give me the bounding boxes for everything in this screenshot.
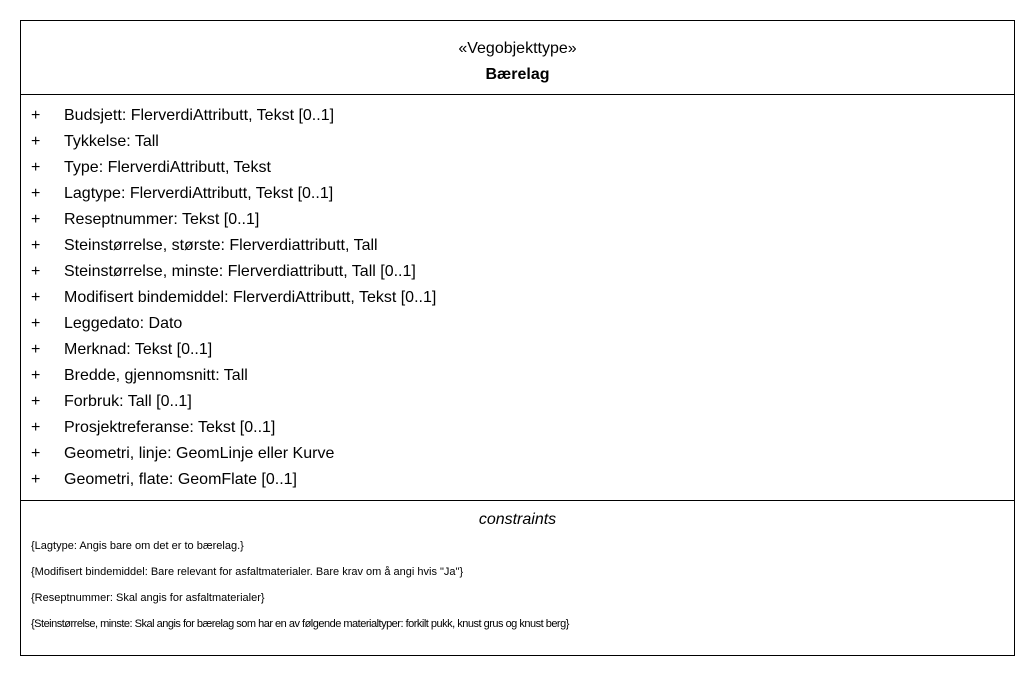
attribute-text: Leggedato: Dato bbox=[64, 315, 183, 332]
attribute-visibility: + bbox=[31, 107, 41, 124]
class-stereotype: «Vegobjekttype» bbox=[458, 40, 577, 57]
attribute-row: + Geometri, linje: GeomLinje eller Kurve bbox=[21, 441, 1014, 467]
attribute-text: Tykkelse: Tall bbox=[64, 133, 159, 150]
attribute-text: Merknad: Tekst [0..1] bbox=[64, 341, 213, 358]
attribute-row: + Steinstørrelse, minste: Flerverdiattri… bbox=[21, 259, 1014, 285]
attribute-visibility: + bbox=[31, 237, 41, 254]
class-name: Bærelag bbox=[485, 66, 550, 83]
attribute-visibility: + bbox=[31, 445, 41, 462]
attribute-row: + Bredde, gjennomsnitt: Tall bbox=[21, 363, 1014, 389]
attribute-row: + Steinstørrelse, største: Flerverdiattr… bbox=[21, 233, 1014, 259]
class-header: «Vegobjekttype» Bærelag bbox=[21, 21, 1014, 95]
attribute-row: + Merknad: Tekst [0..1] bbox=[21, 337, 1014, 363]
attribute-visibility: + bbox=[31, 159, 41, 176]
attribute-visibility: + bbox=[31, 367, 41, 384]
constraint-item: {Lagtype: Angis bare om det er to bærela… bbox=[31, 540, 244, 552]
attribute-visibility: + bbox=[31, 419, 41, 436]
constraint-item: {Reseptnummer: Skal angis for asfaltmate… bbox=[31, 592, 265, 604]
attributes-compartment: + Budsjett: FlerverdiAttributt, Tekst [0… bbox=[21, 95, 1014, 501]
attribute-text: Modifisert bindemiddel: FlerverdiAttribu… bbox=[64, 289, 437, 306]
attribute-row: + Forbruk: Tall [0..1] bbox=[21, 389, 1014, 415]
attribute-text: Lagtype: FlerverdiAttributt, Tekst [0..1… bbox=[64, 185, 334, 202]
attribute-row: + Prosjektreferanse: Tekst [0..1] bbox=[21, 415, 1014, 441]
attribute-text: Budsjett: FlerverdiAttributt, Tekst [0..… bbox=[64, 107, 335, 124]
attribute-text: Prosjektreferanse: Tekst [0..1] bbox=[64, 419, 276, 436]
constraints-title: constraints bbox=[478, 511, 557, 528]
attribute-row: + Leggedato: Dato bbox=[21, 311, 1014, 337]
constraints-compartment: constraints {Lagtype: Angis bare om det … bbox=[21, 501, 1014, 637]
attribute-visibility: + bbox=[31, 211, 41, 228]
attribute-row: + Tykkelse: Tall bbox=[21, 129, 1014, 155]
attribute-row: + Lagtype: FlerverdiAttributt, Tekst [0.… bbox=[21, 181, 1014, 207]
attribute-visibility: + bbox=[31, 289, 41, 306]
constraint-item: {Modifisert bindemiddel: Bare relevant f… bbox=[31, 566, 464, 578]
attribute-visibility: + bbox=[31, 471, 41, 488]
attribute-visibility: + bbox=[31, 133, 41, 150]
attribute-visibility: + bbox=[31, 185, 41, 202]
attribute-text: Reseptnummer: Tekst [0..1] bbox=[64, 211, 260, 228]
attribute-text: Bredde, gjennomsnitt: Tall bbox=[64, 367, 248, 384]
attribute-visibility: + bbox=[31, 315, 41, 332]
attribute-row: + Budsjett: FlerverdiAttributt, Tekst [0… bbox=[21, 103, 1014, 129]
constraint-item: {Steinstørrelse, minste: Skal angis for … bbox=[31, 618, 569, 630]
attribute-text: Steinstørrelse, største: Flerverdiattrib… bbox=[64, 237, 378, 254]
attribute-visibility: + bbox=[31, 341, 41, 358]
attribute-row: + Geometri, flate: GeomFlate [0..1] bbox=[21, 467, 1014, 493]
attribute-text: Forbruk: Tall [0..1] bbox=[64, 393, 192, 410]
attribute-row: + Type: FlerverdiAttributt, Tekst bbox=[21, 155, 1014, 181]
attribute-row: + Reseptnummer: Tekst [0..1] bbox=[21, 207, 1014, 233]
attribute-row: + Modifisert bindemiddel: FlerverdiAttri… bbox=[21, 285, 1014, 311]
attribute-visibility: + bbox=[31, 263, 41, 280]
attribute-visibility: + bbox=[31, 393, 41, 410]
uml-class-box: «Vegobjekttype» Bærelag + Budsjett: Fler… bbox=[20, 20, 1015, 656]
attribute-text: Type: FlerverdiAttributt, Tekst bbox=[64, 159, 271, 176]
attribute-text: Geometri, linje: GeomLinje eller Kurve bbox=[64, 445, 335, 462]
attribute-text: Geometri, flate: GeomFlate [0..1] bbox=[64, 471, 297, 488]
attribute-text: Steinstørrelse, minste: Flerverdiattribu… bbox=[64, 263, 416, 280]
